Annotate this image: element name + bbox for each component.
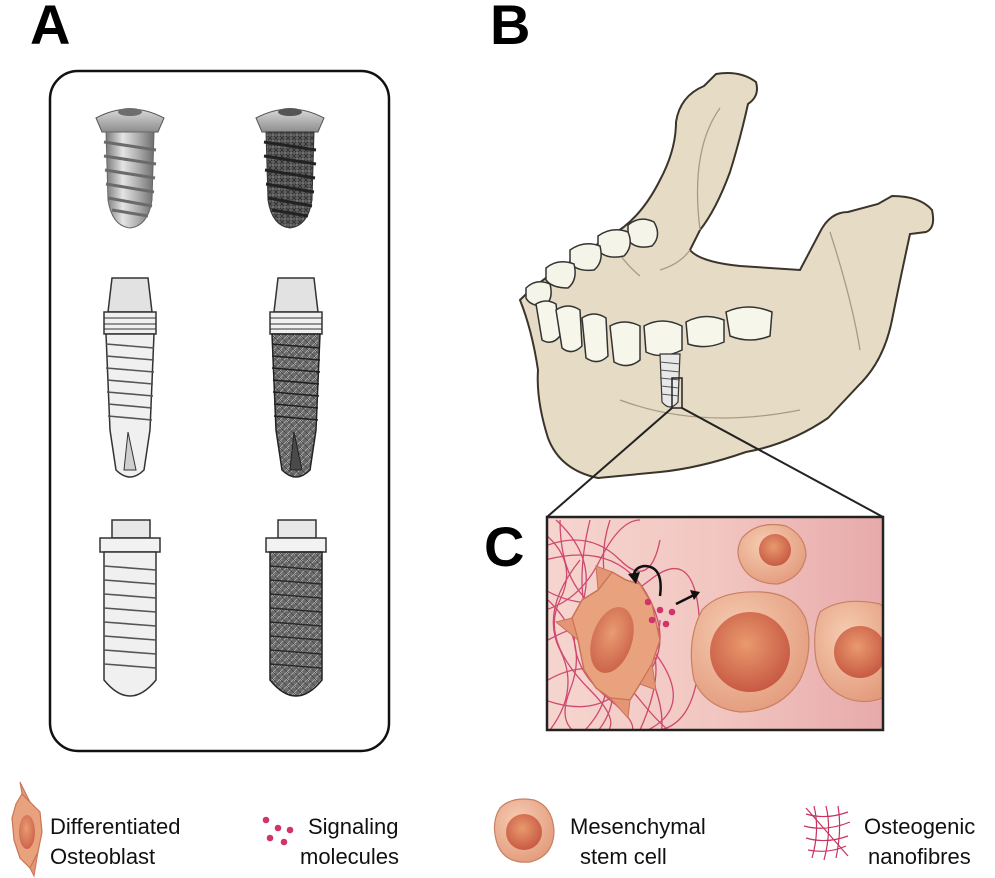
teeth-front-row [535, 300, 773, 367]
jaw-implant [659, 353, 683, 409]
dental-implant-smooth-1 [103, 277, 157, 478]
teeth-back-row [525, 218, 659, 307]
stem-cell-center [690, 591, 810, 713]
panel-a-frame [48, 69, 391, 753]
nanofibres-icon [803, 805, 851, 861]
dental-implant-smooth-2 [99, 519, 161, 697]
panel-c-zoom-view [545, 515, 885, 732]
legend-signaling-line2: molecules [300, 844, 399, 869]
osteoblast-icon [11, 781, 43, 878]
stem-cell-icon [493, 798, 555, 863]
stem-cell-right [814, 600, 883, 703]
panel-a-label: A [30, 0, 70, 56]
panel-c-label: C [484, 515, 524, 578]
signaling-molecules-icon [262, 816, 294, 846]
dental-implant-coated-2 [265, 519, 327, 697]
legend-stem-cell-line1: Mesenchymal [570, 814, 706, 839]
panel-b-label: B [490, 0, 530, 56]
legend-signaling-line1: Signaling [308, 814, 399, 839]
legend-nanofibres-line1: Osteogenic [864, 814, 975, 839]
panel-c-frame [545, 515, 885, 732]
dental-implant-coated-1 [269, 277, 323, 478]
legend-osteoblast-line2: Osteoblast [50, 844, 155, 869]
zoom-lines [546, 407, 884, 518]
legend-osteoblast-line1: Differentiated [50, 814, 180, 839]
signaling-molecules-cluster [644, 598, 676, 628]
mandible-illustration [518, 72, 935, 480]
legend: Differentiated Osteoblast Signaling mole… [11, 781, 975, 878]
stem-cell-top [737, 523, 807, 585]
legend-stem-cell-line2: stem cell [580, 844, 667, 869]
bone-screw-smooth [95, 108, 165, 229]
osteoblast-cell [554, 565, 661, 720]
panel-a-label-group: A [30, 0, 70, 56]
legend-nanofibres-line2: nanofibres [868, 844, 971, 869]
bone-screw-coated [255, 108, 325, 229]
mandible-bone [518, 72, 935, 480]
